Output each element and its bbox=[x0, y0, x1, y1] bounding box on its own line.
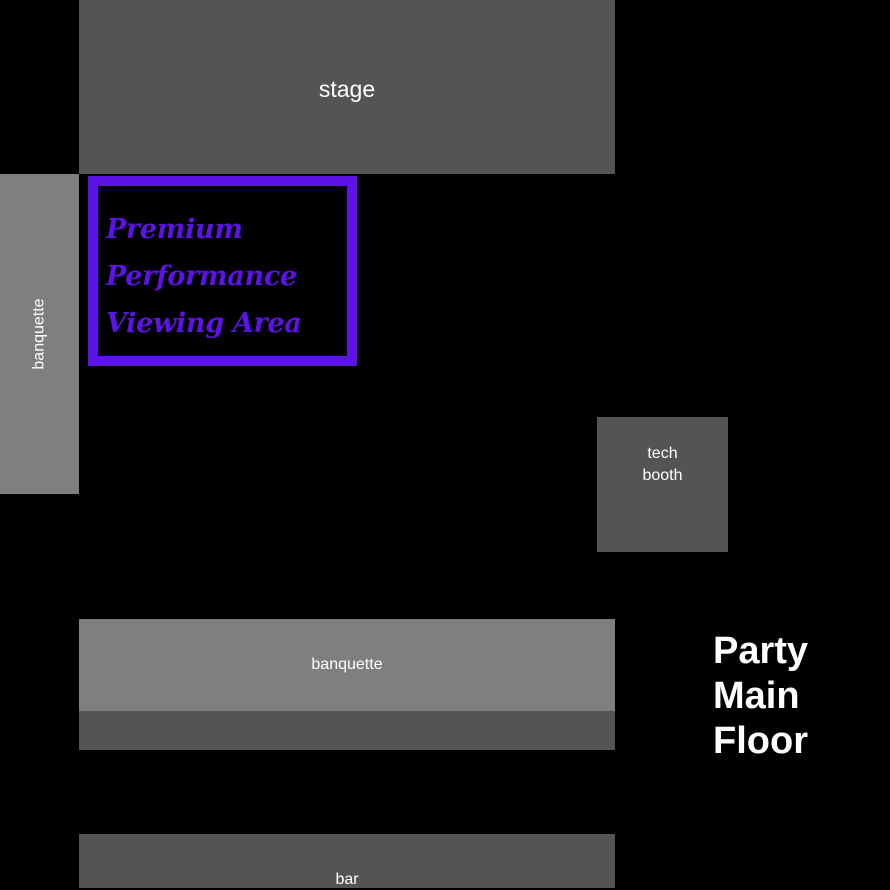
party-main-floor-label: Party Main Floor bbox=[713, 630, 809, 762]
stage-area[interactable]: stage bbox=[79, 0, 615, 174]
stage-label: stage bbox=[318, 75, 376, 102]
banquette-left-label: banquette bbox=[30, 298, 48, 370]
banquette-bottom-label: banquette bbox=[311, 656, 383, 673]
premium-viewing-area[interactable]: Premium Performance Viewing Area bbox=[88, 176, 357, 366]
banquette-left[interactable]: banquette bbox=[0, 174, 79, 494]
banquette-bottom[interactable]: banquette bbox=[79, 619, 615, 750]
banquette-bottom-seat: banquette bbox=[79, 619, 615, 711]
bar-area[interactable]: bar bbox=[79, 834, 615, 888]
banquette-bottom-base bbox=[79, 711, 615, 750]
tech-booth[interactable]: tech booth bbox=[597, 417, 728, 552]
tech-booth-label: tech booth bbox=[642, 445, 683, 484]
bar-label: bar bbox=[335, 871, 359, 888]
premium-viewing-area-label: Premium Performance Viewing Area bbox=[106, 214, 302, 339]
